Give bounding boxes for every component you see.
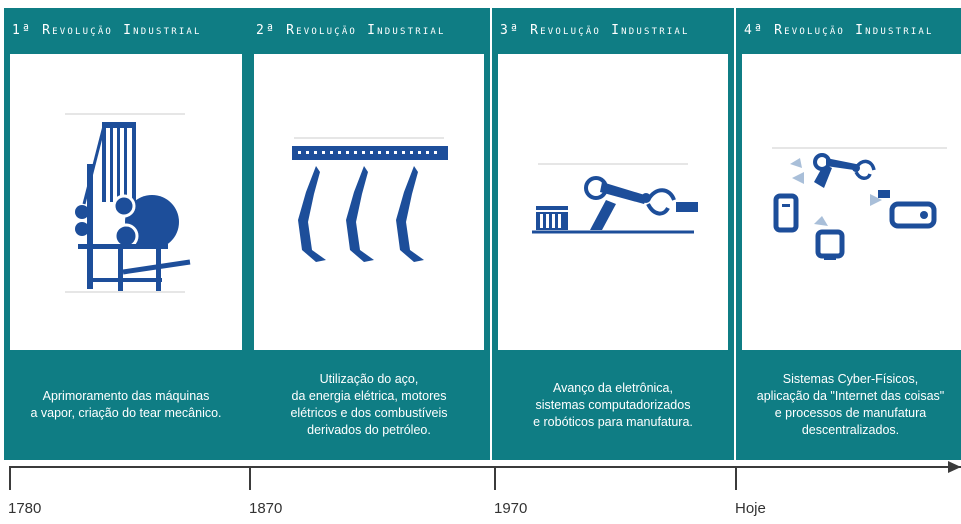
panel-title: 4ª Revolução Industrial <box>744 22 934 38</box>
timeline-label-1870: 1870 <box>249 500 283 517</box>
panel-description: Aprimoramento das máquinas a vapor, cria… <box>30 389 222 420</box>
timeline-label-hoje: Hoje <box>735 500 766 517</box>
mechanical-loom-icon <box>10 54 242 350</box>
panel-fourth-revolution: 4ª Revolução Industrial <box>736 8 961 460</box>
panel-description: Utilização do aço, da energia elétrica, … <box>290 372 448 437</box>
panel-second-revolution: 2ª Revolução Industrial Utilizaç <box>248 8 490 460</box>
timeline-tick <box>249 468 251 490</box>
connected-devices-icon <box>742 54 961 350</box>
panel-first-revolution: 1ª Revolução Industrial <box>4 8 248 460</box>
timeline-label-1780: 1780 <box>8 500 42 517</box>
panel-description: Sistemas Cyber-Físicos, aplicação da "In… <box>756 372 945 437</box>
robotic-arm-icon <box>498 54 728 350</box>
timeline-tick <box>735 468 737 490</box>
timeline-arrow-icon <box>948 461 961 473</box>
timeline-axis <box>9 466 961 468</box>
assembly-line-icon <box>254 54 484 350</box>
panel-title: 3ª Revolução Industrial <box>500 22 690 38</box>
panel-third-revolution: 3ª Revolução Industrial Avanço da <box>492 8 734 460</box>
timeline-tick <box>9 468 11 490</box>
panel-description: Avanço da eletrônica, sistemas computado… <box>533 380 693 429</box>
timeline-tick <box>494 468 496 490</box>
panel-title: 1ª Revolução Industrial <box>12 22 202 38</box>
panel-title: 2ª Revolução Industrial <box>256 22 446 38</box>
timeline-label-1970: 1970 <box>494 500 528 517</box>
